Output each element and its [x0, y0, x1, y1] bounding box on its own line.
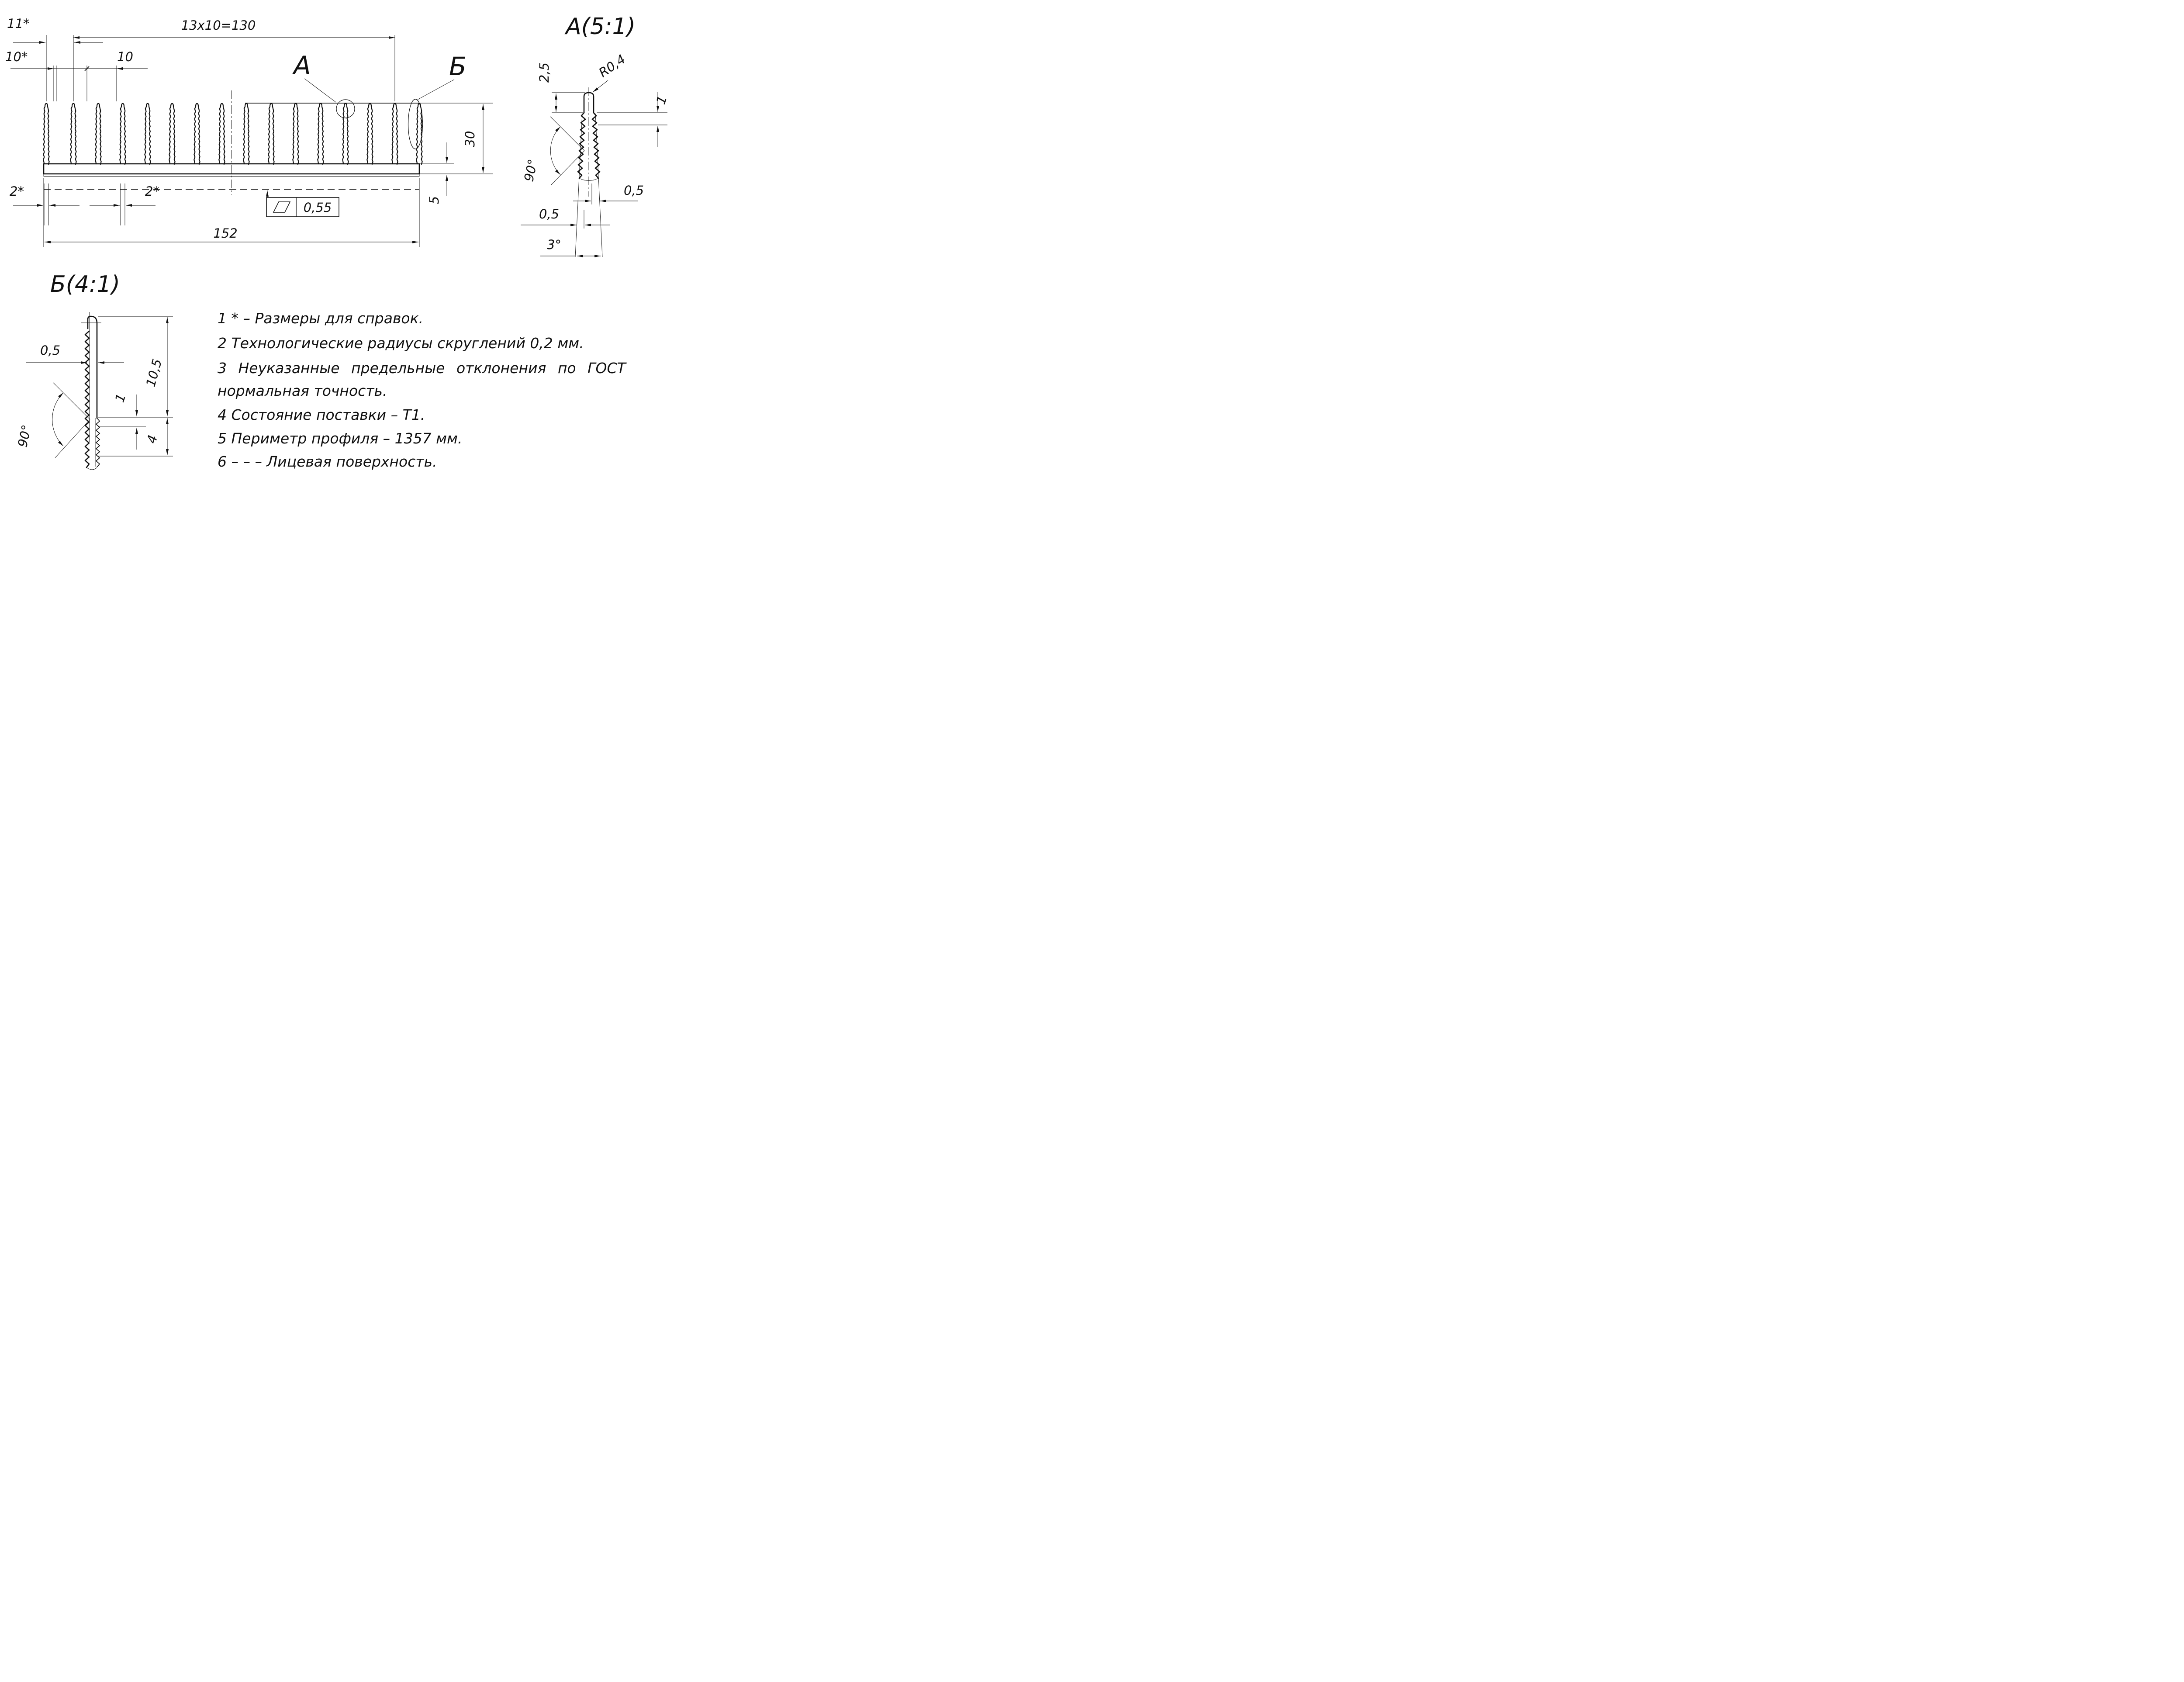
technical-drawing: 13x10=130 11* 10* 10 30 5: [5, 14, 670, 470]
fin: [292, 103, 299, 165]
dim-serration-angle-b: 90°: [15, 423, 34, 448]
note-line-3-wrap: нормальная точность.: [218, 382, 387, 399]
detail-a-title: А(5:1): [564, 14, 636, 40]
main-dimensions: 13x10=130 11* 10* 10 30 5: [5, 16, 493, 247]
drawing-sheet: 13x10=130 11* 10* 10 30 5: [0, 0, 685, 481]
dim-step-b: 4: [144, 433, 161, 445]
fin: [95, 103, 102, 165]
flatness-symbol-icon: [273, 201, 291, 213]
oblique-tick: [84, 66, 90, 71]
dim-fin-width-1: 2*: [10, 184, 24, 199]
dim-depth-right: 0,5: [624, 183, 644, 198]
dim-height: 30: [463, 131, 477, 147]
dim-first-pitch: 11*: [7, 16, 29, 31]
detail-a-view: А(5:1) 2,5 R0,4 1: [521, 14, 670, 257]
detail-b-dimensions: 0,5 10,5 1 4 90°: [15, 316, 173, 458]
callout-a-circle: [336, 99, 355, 118]
note-line-1: 1 * – Размеры для справок.: [218, 310, 423, 327]
dim-taper-angle: 3°: [547, 237, 561, 252]
detail-b-view: Б(4:1) 0,5 10,5 1: [15, 271, 173, 470]
main-view: 13x10=130 11* 10* 10 30 5: [5, 16, 493, 247]
fin: [342, 103, 349, 165]
note-line-3: 3 Неуказанные предельные отклонения по Г…: [218, 360, 627, 377]
dim-pitch: 10: [117, 49, 133, 64]
detail-b-title: Б(4:1): [50, 271, 120, 298]
detail-b-geometry: [81, 312, 101, 470]
dim-left-offset: 10*: [5, 49, 28, 64]
callout-b-ellipse: [408, 99, 423, 149]
note-line-6: 6 – – – Лицевая поверхность.: [218, 453, 437, 470]
fin: [268, 103, 275, 165]
fin: [119, 103, 126, 165]
note-line-4: 4 Состояние поставки – Т1.: [218, 406, 425, 423]
note-line-5: 5 Периметр профиля – 1357 мм.: [218, 430, 462, 447]
fin: [366, 103, 373, 165]
fin: [43, 103, 50, 165]
dim-fin-width-2: 2*: [145, 184, 159, 199]
dim-tip-radius: R0,4: [596, 52, 629, 80]
dim-pitch-b: 1: [112, 392, 128, 404]
dim-rib-pitch: 1: [653, 94, 670, 106]
dim-depth-left: 0,5: [539, 207, 559, 221]
fin: [218, 103, 225, 165]
dim-tip-height: 2,5: [537, 62, 552, 83]
flatness-value: 0,55: [304, 200, 332, 215]
dim-thickness-b: 0,5: [40, 343, 60, 358]
fins: [43, 103, 423, 165]
callout-b-label: Б: [449, 52, 467, 81]
fin: [70, 103, 77, 165]
dim-height-b: 10,5: [143, 357, 165, 388]
detail-a-geometry: [575, 87, 667, 257]
dim-pitch-series: 13x10=130: [181, 18, 256, 33]
dim-serration-angle-a: 90°: [521, 158, 540, 183]
fin: [243, 103, 250, 165]
fin: [317, 103, 324, 165]
technical-notes: 1 * – Размеры для справок. 2 Технологиче…: [218, 310, 627, 470]
fin: [416, 103, 423, 165]
note-line-2: 2 Технологические радиусы скруглений 0,2…: [218, 335, 584, 352]
dim-base-thickness: 5: [427, 196, 442, 204]
fin: [169, 103, 176, 165]
heatsink-profile-outline: [43, 90, 423, 195]
fin: [144, 103, 151, 165]
fin: [391, 103, 398, 165]
callout-a-label: А: [292, 51, 311, 80]
flatness-tolerance-frame: 0,55: [266, 190, 339, 217]
dim-length: 152: [213, 226, 237, 241]
fin: [194, 103, 200, 165]
detail-callouts: А Б: [292, 51, 467, 149]
